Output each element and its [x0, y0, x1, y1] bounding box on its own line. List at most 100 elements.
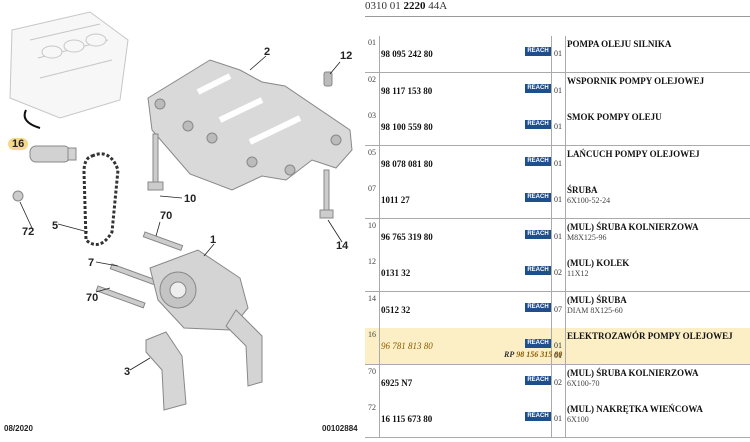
qty-cell: 01 — [552, 145, 566, 182]
part-name: (MUL) KOLEK — [567, 258, 630, 268]
reach-badge: REACH — [525, 156, 551, 166]
quantity: 01 — [554, 49, 562, 58]
oil-pump — [149, 249, 263, 387]
reach-badge: REACH — [525, 229, 551, 239]
dowel-pin — [323, 71, 333, 87]
quantity: 01 — [554, 85, 562, 95]
part-spec: 6X100-70 — [567, 378, 600, 388]
part-name: ŚRUBA — [567, 185, 598, 195]
part-reference[interactable]: 0131 32 — [381, 268, 411, 278]
reach-badge: REACH — [525, 266, 551, 275]
qty-cell: 01 — [552, 36, 566, 72]
nut-72 — [12, 190, 24, 202]
qty-cell: 02 — [552, 255, 566, 291]
part-name: SMOK POMPY OLEJU — [567, 112, 662, 122]
diagram-code: 00102884 — [322, 424, 358, 433]
callout-72: 72 — [22, 226, 35, 238]
part-reference[interactable]: 98 117 153 80 — [381, 85, 433, 96]
row-index: 03 — [365, 109, 380, 145]
part-reference[interactable]: 0512 32 — [381, 304, 411, 315]
part-reference[interactable]: 6925 N7 — [381, 377, 413, 388]
reach-badge: REACH — [525, 302, 551, 312]
ref-cell: 0512 32 REACH — [381, 291, 552, 328]
row-index: 07 — [365, 182, 380, 218]
replacement-reference[interactable]: RP 98 156 315 80 — [504, 350, 562, 359]
part-reference[interactable]: 1011 27 — [381, 195, 410, 205]
ref-cell: 98 100 559 80 REACH — [381, 109, 552, 145]
part-reference[interactable]: 98 078 081 80 — [381, 158, 433, 169]
pump-bracket — [147, 59, 353, 191]
part-reference[interactable]: 98 100 559 80 — [381, 122, 433, 132]
ref-cell: 98 078 081 80 REACH — [381, 145, 552, 182]
description-cell: POMPA OLEJU SILNIKA — [567, 36, 750, 72]
part-name: (MUL) ŚRUBA KOLNIERZOWA — [567, 221, 699, 232]
reach-badge: REACH — [525, 375, 551, 385]
quantity: 01 — [554, 158, 562, 168]
callout-70-top: 70 — [160, 210, 173, 222]
table-header: 0310 01 2220 44A — [365, 0, 750, 17]
part-reference[interactable]: 96 781 813 80 — [381, 341, 433, 351]
ref-cell: 6925 N7 REACH — [381, 364, 552, 401]
reach-badge: REACH — [525, 83, 551, 93]
rp-quantity: 01 — [554, 351, 562, 360]
qty-cell: 01 — [552, 218, 566, 255]
row-index: 01 — [365, 36, 380, 72]
bolt-10 — [147, 133, 164, 191]
row-index: 70 — [365, 364, 380, 401]
callout-3: 3 — [124, 366, 131, 378]
qty-cell: 02 — [552, 364, 566, 401]
quantity: 01 — [554, 414, 562, 423]
part-spec: 6X100 — [567, 415, 589, 424]
qty-cell: 07 — [552, 291, 566, 328]
header-suffix: 44A — [428, 0, 448, 12]
row-index: 02 — [365, 72, 380, 109]
exploded-parts-diagram: 16 2 12 10 5 72 70 14 1 7 70 3 08/2020 0… — [0, 0, 362, 442]
rp-ref: 98 156 315 80 — [516, 350, 563, 359]
reach-badge: REACH — [525, 339, 551, 348]
part-reference[interactable]: 16 115 673 80 — [381, 414, 433, 424]
part-name: (MUL) ŚRUBA — [567, 294, 627, 305]
reach-badge: REACH — [525, 120, 551, 129]
callout-7: 7 — [88, 257, 95, 269]
bolt-14 — [319, 169, 334, 219]
description-cell: LAŃCUCH POMPY OLEJOWEJ — [567, 146, 750, 182]
bolts-70-7 — [95, 231, 184, 309]
description-cell: SMOK POMPY OLEJU — [567, 109, 750, 145]
reach-badge: REACH — [525, 193, 551, 202]
part-reference[interactable]: 98 095 242 80 — [381, 49, 433, 59]
engine-block-thumbnail — [9, 11, 129, 119]
part-reference[interactable]: 96 765 319 80 — [381, 231, 433, 242]
quantity: 01 — [554, 122, 562, 131]
oil-strainer — [145, 331, 187, 411]
header-prefix: 0310 01 — [365, 0, 401, 12]
quantity: 01 — [554, 231, 562, 241]
print-date: 08/2020 — [4, 424, 33, 433]
part-spec: M8X125-96 — [567, 232, 607, 242]
callout-1: 1 — [210, 234, 217, 246]
part-spec: 6X100-52-24 — [567, 196, 611, 205]
qty-cell: 01 — [552, 72, 566, 109]
row-index: 16 — [365, 328, 380, 364]
part-name: POMPA OLEJU SILNIKA — [567, 39, 672, 49]
callout-10: 10 — [184, 193, 197, 205]
part-spec: 11X12 — [567, 269, 589, 278]
row-index: 72 — [365, 401, 380, 437]
row-index: 12 — [365, 255, 380, 291]
